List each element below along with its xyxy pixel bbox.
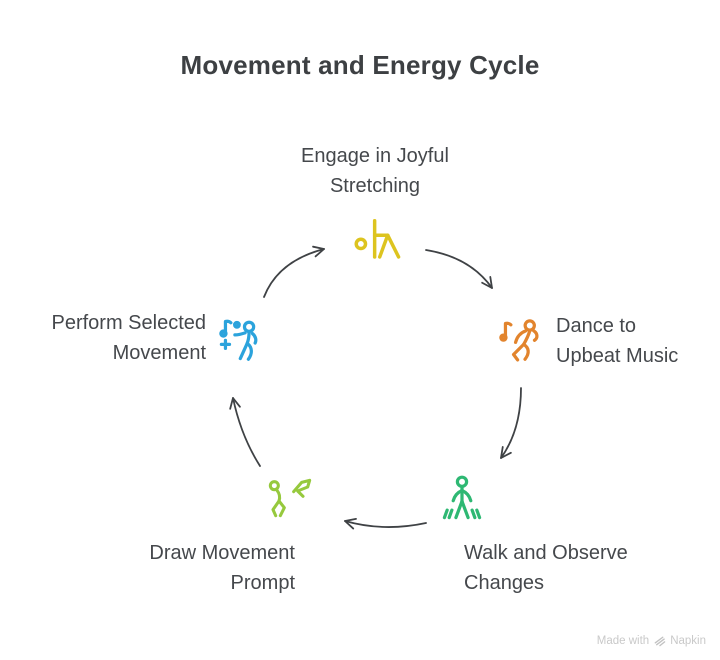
node-label-stretch: Engage in Joyful Stretching (225, 141, 525, 201)
drawing-person-icon (263, 474, 319, 528)
made-with-napkin-watermark: Made with Napkin (597, 634, 706, 647)
label-line: Stretching (329, 175, 421, 197)
dancing-person-icon (496, 314, 550, 368)
napkin-logo-icon (654, 636, 666, 647)
node-label-dance: Dance to Upbeat Music (556, 311, 716, 371)
arrow-stretch-to-dance (425, 249, 493, 289)
brand-text: Napkin (670, 634, 706, 647)
walking-person-icon (435, 473, 489, 527)
node-label-draw: Draw Movement Prompt (95, 538, 295, 598)
label-line: Prompt (230, 572, 295, 594)
arrow-perform-to-stretch (263, 245, 325, 298)
made-with-text: Made with (596, 634, 650, 647)
performing-person-icon (216, 313, 270, 369)
arrow-walk-to-draw (344, 517, 427, 530)
arrow-dance-to-walk (500, 387, 522, 459)
label-line: Engage in Joyful (301, 145, 449, 167)
stretching-person-icon (350, 212, 408, 270)
page-title: Movement and Energy Cycle (180, 50, 540, 80)
label-line: Draw Movement (149, 542, 295, 564)
label-line: Changes (464, 572, 545, 594)
node-label-walk: Walk and Observe Changes (464, 538, 684, 598)
node-label-perform: Perform Selected Movement (0, 308, 206, 368)
arrow-draw-to-perform (229, 397, 261, 467)
label-line: Upbeat Music (556, 345, 679, 367)
label-line: Movement (112, 342, 206, 364)
label-line: Perform Selected (51, 312, 206, 334)
label-line: Dance to (556, 315, 637, 337)
label-line: Walk and Observe (464, 542, 628, 564)
